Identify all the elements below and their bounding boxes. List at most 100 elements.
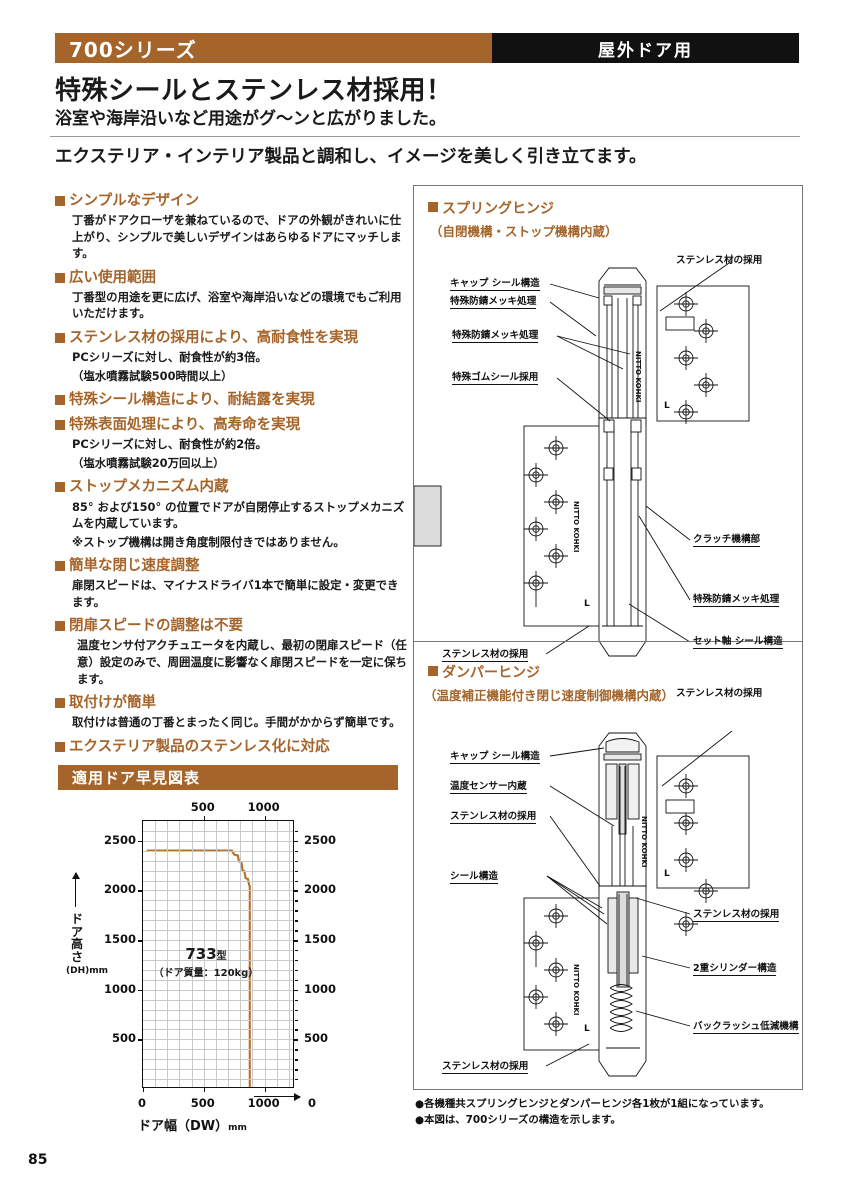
- x-tick-bottom: [203, 1087, 206, 1092]
- feature-heading: ストップメカニズム内蔵: [55, 478, 407, 496]
- page-number: 85: [28, 1152, 48, 1168]
- feature-body: PCシリーズに対し、耐食性が約2倍。: [72, 437, 267, 452]
- y-minor-tick: [295, 1069, 298, 1071]
- note-line: ●本図は、700シリーズの構造を示します。: [415, 1113, 621, 1126]
- y-tick-label-left: 2500: [103, 832, 136, 847]
- grid-line-horizontal: [143, 870, 293, 872]
- feature-title: シンプルなデザイン: [69, 193, 200, 209]
- y-minor-tick: [295, 920, 298, 922]
- y-tick-right: [293, 840, 298, 843]
- section-divider: [414, 641, 802, 642]
- page-subheadline: 浴室や海岸沿いなど用途がグ〜ンと広がりました。: [55, 109, 446, 129]
- grid-line-horizontal: [143, 900, 293, 902]
- x-tick-bottom: [264, 1087, 266, 1092]
- grid-line-horizontal: [143, 1059, 293, 1061]
- brand-mark-text: NITTO KOHKI: [640, 816, 648, 868]
- structure-diagram-panel: スプリングヒンジ （自閉機構・ストップ機構内蔵）: [413, 185, 803, 1090]
- y-tick-label-right: 1500: [304, 932, 337, 947]
- spring-hinge-subtitle: （自閉機構・ストップ機構内蔵）: [430, 224, 618, 239]
- label-cap-seal: キャップ シール構造: [450, 275, 540, 291]
- y-tick-label-left: 1000: [103, 981, 136, 996]
- y-tick-left: [138, 890, 143, 892]
- grid-line-horizontal: [143, 999, 293, 1001]
- header-divider: [50, 136, 800, 137]
- damper-hinge-subtitle: （温度補正機能付き閉じ速度制御機構内蔵）: [424, 688, 675, 703]
- y-minor-tick: [295, 870, 298, 873]
- label-set-shaft: セット軸 シール構造: [693, 633, 783, 649]
- x-tick-label-bottom: 0: [137, 1096, 147, 1110]
- feature-title: エクステリア製品のステンレス化に対応: [69, 738, 330, 755]
- bullet-square-icon: [55, 561, 65, 572]
- grid-line-vertical: [155, 821, 157, 1087]
- feature-body: 取付けは普通の丁番とまったく同じ。手間がかからず簡単です。: [72, 715, 401, 730]
- feature-item: 広い使用範囲 丁番型の用途を更に広げ、浴室や海岸沿いなどの環境でもご利用いただけ…: [55, 269, 407, 322]
- diagram-artwork: NITTO KOHKI NITTO KOHKI NITTO KOHKI NITT…: [414, 260, 750, 1077]
- label-plating-3: 特殊防錆メッキ処理: [693, 591, 780, 607]
- y-minor-tick: [295, 930, 298, 932]
- feature-body: PCシリーズに対し、耐食性が約3倍。: [72, 350, 267, 365]
- bullet-square-icon: [428, 666, 438, 676]
- y-tick-right: [293, 989, 298, 992]
- grid-line-vertical: [276, 821, 278, 1087]
- feature-item: ストップメカニズム内蔵 85° および150° の位置でドアが自閉停止するストッ…: [55, 478, 407, 550]
- grid-line-vertical: [288, 821, 290, 1087]
- grid-line-horizontal: [143, 930, 293, 932]
- chart-model-annotation: 733型（ドア質量：120kg）: [146, 944, 266, 979]
- x-tick-top: [203, 816, 206, 821]
- grid-line-vertical: [215, 821, 217, 1087]
- chart-y-axis-title: ドア高さ(DH)mm: [66, 912, 108, 977]
- grid-line-horizontal: [143, 1019, 293, 1021]
- bullet-square-icon: [55, 621, 65, 632]
- grid-line-vertical: [203, 821, 205, 1087]
- grid-line-vertical: [191, 821, 193, 1087]
- label-stainless-bottom: ステンレス材の採用: [442, 646, 529, 662]
- feature-body: 85° および150° の位置でドアが自閉停止するストップメカニズムを内蔵してい…: [72, 499, 405, 531]
- chart-x-axis-title: ドア幅（DW）mm: [138, 1119, 247, 1134]
- grid-line-horizontal: [143, 979, 293, 981]
- y-tick-label-left: 1500: [103, 932, 136, 947]
- spring-hinge-heading: スプリングヒンジ: [428, 198, 554, 218]
- x-tick-label-top: 500: [190, 800, 215, 814]
- plate-mark-l: L: [664, 869, 670, 879]
- y-minor-tick: [295, 860, 298, 863]
- bullet-square-icon: [55, 332, 65, 343]
- feature-body: 丁番型の用途を更に広げ、浴室や海岸沿いなどの環境でもご利用いただけます。: [72, 289, 402, 321]
- feature-title: 簡単な閉じ速度調整: [69, 558, 200, 575]
- grid-line-horizontal: [143, 830, 293, 832]
- label-backlash: バックラッシュ低減機構: [693, 1018, 799, 1034]
- feature-body: 丁番がドアクローザを兼ねているので、ドアの外観がきれいに仕上がり、シンプルで美し…: [72, 213, 402, 261]
- grid-line-vertical: [167, 821, 169, 1087]
- feature-heading: 閉扉スピードの調整は不要: [55, 617, 407, 635]
- x-tick-top: [264, 816, 266, 821]
- y-minor-tick: [295, 1009, 298, 1011]
- label-plating-1: 特殊防錆メッキ処理: [450, 293, 537, 309]
- x-tick-label-top: 1000: [247, 800, 280, 814]
- feature-body-extra: （塩水噴霧試験500時間以上）: [72, 368, 233, 383]
- bullet-square-icon: [55, 482, 65, 493]
- grid-line-vertical: [179, 821, 181, 1087]
- feature-item: 特殊シール構造により、耐結露を実現: [55, 391, 407, 409]
- label-double-cylinder: 2重シリンダー構造: [693, 960, 777, 976]
- grid-line-vertical: [252, 821, 254, 1087]
- grid-line-horizontal: [143, 850, 293, 852]
- bullet-square-icon: [55, 272, 65, 283]
- y-tick-label-left: 2000: [103, 882, 136, 897]
- feature-title: 特殊表面処理により、高寿命を実現: [69, 417, 301, 434]
- label-temp-sensor: 温度センサー内蔵: [450, 778, 527, 794]
- feature-item: 簡単な閉じ速度調整 扉閉スピードは、マイナスドライバ1本で簡単に設定・変更できま…: [55, 557, 407, 610]
- bullet-square-icon: [55, 698, 65, 709]
- x-tick-bottom: [143, 1087, 145, 1092]
- grid-line-horizontal: [143, 1039, 293, 1041]
- y-tick-left: [138, 940, 143, 942]
- grid-line-vertical: [228, 821, 230, 1087]
- feature-list: シンプルなデザイン 丁番がドアクローザを兼ねているので、ドアの外観がきれいに仕上…: [55, 192, 407, 763]
- y-tick-label-left: 500: [111, 1031, 136, 1046]
- feature-title: ステンレス材の採用により、高耐食性を実現: [69, 329, 359, 346]
- y-minor-tick: [295, 830, 298, 833]
- feature-item: シンプルなデザイン 丁番がドアクローザを兼ねているので、ドアの外観がきれいに仕上…: [55, 192, 407, 262]
- chart-curve: [146, 849, 251, 1087]
- y-axis-arrow-icon: [70, 872, 82, 907]
- grid-line-horizontal: [143, 989, 293, 991]
- feature-item: 取付けが簡単 取付けは普通の丁番とまったく同じ。手間がかからず簡単です。: [55, 694, 407, 731]
- feature-heading: 特殊表面処理により、高寿命を実現: [55, 416, 407, 434]
